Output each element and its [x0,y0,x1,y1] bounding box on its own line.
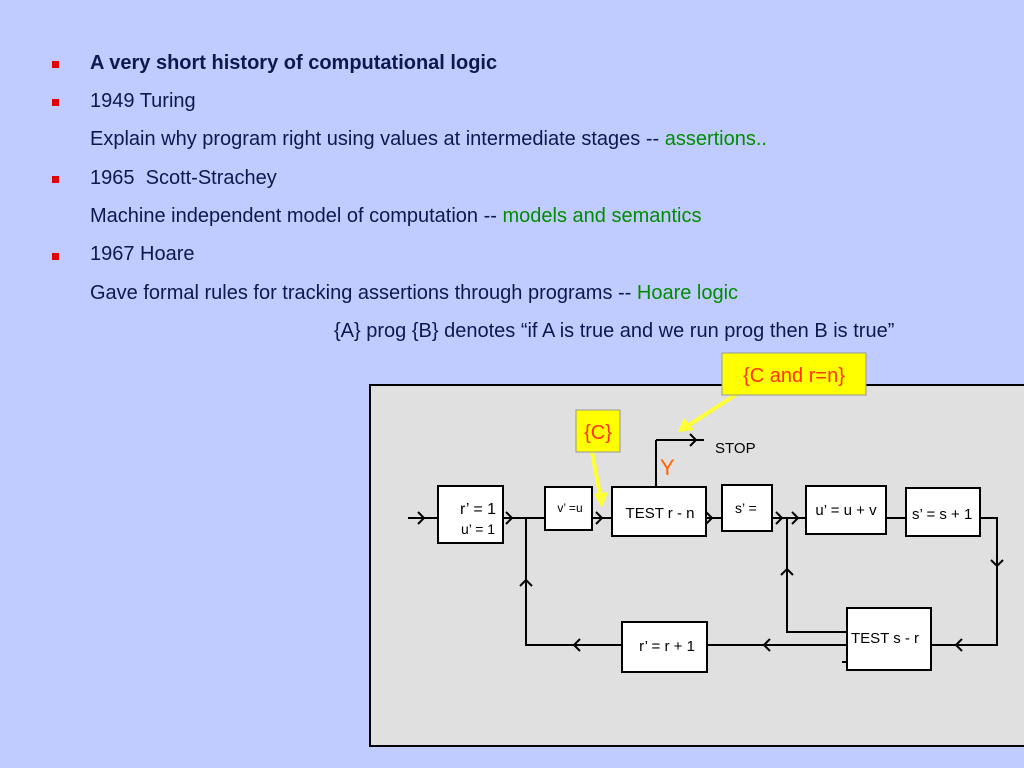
hoare-text: Gave formal rules for tracking assertion… [90,282,637,304]
box-init [437,485,504,544]
arrow-tick [505,511,514,525]
box-s-assign [721,484,773,532]
box-init-line1: r’ = 1 [460,501,496,518]
callout-final-box [721,352,867,396]
callout-loop-pointer [590,450,603,502]
bullet-marker [52,61,59,68]
arrow-tick [417,511,426,525]
bullet-hoare: 1967 Hoare [90,243,195,265]
arrow-tick [519,578,533,587]
box-r-inc-label: r’ = r + 1 [639,638,695,655]
box-v-assign [544,486,593,531]
hoare-term: Hoare logic [636,282,739,304]
hoare-triple: {A} prog {B} denotes “if A is true and w… [334,320,895,342]
scott-term: models and semantics [502,205,702,227]
box-test-s-r [846,607,932,671]
box-r-inc [621,621,708,673]
bullet-marker [52,176,59,183]
turing-text: Explain why program right using values a… [90,128,665,150]
bullet-marker [52,99,59,106]
flow-line [525,518,622,646]
scott-text: Machine independent model of computation… [90,205,503,227]
callout-loop-arrowhead [594,492,608,508]
box-u-label: u’ = u + v [815,502,877,519]
box-v-label: v’ =u [557,501,582,515]
box-s-inc-label: s’ = s + 1 [912,506,972,523]
flow-line [931,517,998,646]
arrow-tick [762,638,771,652]
hoare-description: Gave formal rules for tracking assertion… [90,282,738,305]
box-s-inc [905,487,981,537]
callout-loop-box [575,409,621,453]
flowchart-panel [369,384,1024,747]
bullet-turing: 1949 Turing [90,90,196,112]
arrow-tick [689,433,698,447]
arrow-tick [954,638,963,652]
arrow-tick [780,567,794,576]
arrow-tick [990,559,1004,568]
arrow-tick [705,511,714,525]
callout-final-text: {C and r=n} [743,365,845,387]
bullet-marker [52,253,59,260]
callout-final-pointer [684,390,742,429]
arrow-tick [572,638,581,652]
arrow-tick [791,511,800,525]
bullet-scott-strachey: 1965 Scott-Strachey [90,167,277,189]
box-test-r-n [611,486,707,537]
callout-loop-text: {C} [584,422,612,444]
yes-label: Y [660,455,675,480]
box-init-line2: u’ = 1 [461,521,495,537]
box-test-s-r-label: TEST s - r [851,630,919,647]
slide-heading: A very short history of computational lo… [90,52,498,74]
stop-label: STOP [715,440,756,457]
callout-final-arrowhead [678,418,694,432]
arrow-tick [775,511,784,525]
box-u-assign [805,485,887,535]
box-test-r-n-label: TEST r - n [626,505,695,522]
turing-description: Explain why program right using values a… [90,128,767,151]
turing-term: assertions.. [664,128,767,150]
box-s-label: s’ = [735,500,761,516]
flow-line [786,518,847,633]
arrow-tick [595,511,604,525]
scott-description: Machine independent model of computation… [90,205,701,228]
